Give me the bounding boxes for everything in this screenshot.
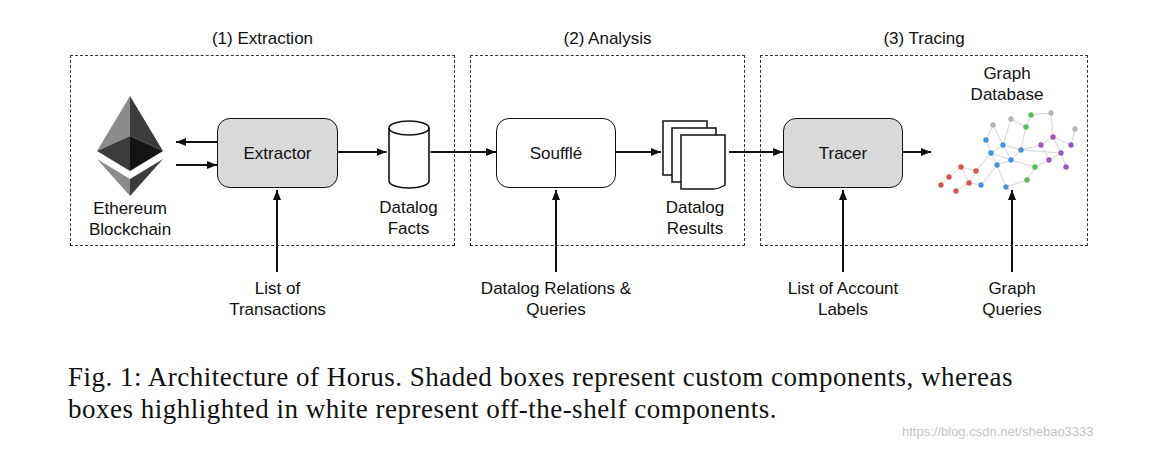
cylinder-shape: [387, 119, 431, 190]
ethereum-logo: [84, 93, 176, 198]
graph-link: [1003, 145, 1021, 150]
flow-arrow: [431, 151, 497, 153]
graph-vertex: [946, 174, 951, 179]
graph-vertex: [1046, 157, 1051, 162]
flow-arrow: [338, 151, 387, 153]
input-label: List of Transactions: [220, 278, 335, 320]
node-caption: Graph Database: [961, 63, 1053, 105]
graph-link: [981, 165, 997, 185]
graph-vertex: [978, 182, 983, 187]
graph-vertex: [1050, 134, 1055, 139]
database-cylinder: Datalog Facts: [366, 119, 451, 239]
input-label: Graph Queries: [976, 278, 1048, 320]
node-caption: Ethereum Blockchain: [84, 198, 176, 240]
graph-vertex: [1048, 110, 1053, 115]
logo-facet: [97, 159, 130, 196]
box-label: Soufflé: [530, 143, 583, 164]
graph-link: [1053, 137, 1071, 145]
node-caption: Datalog Results: [651, 197, 739, 239]
cylinder-body: [389, 128, 429, 188]
documents-shape: [661, 119, 729, 190]
graph-link: [1051, 113, 1053, 137]
graph-vertex: [966, 180, 971, 185]
graph-vertex: [1018, 147, 1023, 152]
group-heading: (3) Tracing: [761, 28, 1087, 49]
graph-vertex: [953, 188, 958, 193]
box-label: Tracer: [819, 143, 868, 164]
flow-arrow: [903, 151, 931, 153]
graph-link: [993, 125, 1003, 145]
graph-vertex: [1000, 142, 1005, 147]
graph-link: [1011, 160, 1035, 167]
logo-facet: [130, 136, 163, 171]
graph-vertex: [983, 137, 988, 142]
node-caption: Datalog Facts: [366, 197, 451, 239]
graph-vertex: [1063, 164, 1068, 169]
graph-vertex: [1003, 184, 1008, 189]
graph-vertex: [1008, 157, 1013, 162]
graph-link: [1021, 150, 1061, 153]
graph-vertex: [1038, 142, 1043, 147]
graph-vertex: [958, 164, 963, 169]
logo-facet: [130, 159, 163, 196]
component-box: Extractor: [217, 118, 338, 188]
figure-caption: Fig. 1: Architecture of Horus. Shaded bo…: [68, 361, 1068, 425]
blockchain-icon: Ethereum Blockchain: [84, 93, 176, 243]
stage-group: (3) TracingTracerGraph Database: [760, 55, 1088, 246]
watermark: https://blog.csdn.net/shebao3333: [902, 423, 1147, 440]
logo-facet: [97, 136, 130, 171]
component-box: Soufflé: [496, 118, 616, 188]
graph-link: [1006, 180, 1027, 187]
input-arrow: [276, 190, 278, 272]
graph-link: [997, 165, 1006, 187]
graph-vertex: [1072, 126, 1077, 131]
box-label: Extractor: [243, 143, 311, 164]
group-heading: (2) Analysis: [471, 28, 744, 49]
graph-link: [1003, 119, 1011, 145]
document-stack: Datalog Results: [651, 119, 739, 239]
flow-arrow: [616, 151, 661, 153]
graph-vertex: [990, 122, 995, 127]
graph-link: [976, 153, 991, 171]
input-label: List of Account Labels: [782, 278, 904, 320]
group-heading: (1) Extraction: [71, 28, 454, 49]
graph-link: [1021, 127, 1026, 150]
graph-link: [1021, 145, 1041, 150]
input-arrow: [842, 190, 844, 272]
input-arrow: [555, 190, 557, 272]
graph-link: [1031, 113, 1051, 115]
stage-group: (1) ExtractionEthereum BlockchainExtract…: [70, 55, 455, 246]
input-label: Datalog Relations & Queries: [468, 278, 644, 320]
graph-vertex: [988, 150, 993, 155]
input-arrow: [1011, 190, 1013, 272]
flow-arrow: [176, 164, 217, 166]
graph-vertex: [994, 162, 999, 167]
graph-vertex: [1023, 124, 1028, 129]
graph-vertex: [1008, 116, 1013, 121]
component-box: Tracer: [783, 118, 903, 188]
graph-vertex: [973, 168, 978, 173]
graph-vertex: [1028, 112, 1033, 117]
graph-vertex: [1024, 177, 1029, 182]
graph-vertex: [1032, 164, 1037, 169]
document-sheet: [681, 135, 725, 189]
graph-shape: [931, 105, 1083, 201]
flow-arrow: [729, 151, 783, 153]
stage-group: (2) AnalysisSouffléDatalog Results: [470, 55, 745, 246]
flow-arrow: [176, 141, 217, 143]
cylinder-top: [389, 121, 429, 135]
graph-vertex: [1068, 142, 1073, 147]
graph-vertex: [938, 182, 943, 187]
graph-database: Graph Database: [931, 63, 1083, 208]
graph-vertex: [1058, 150, 1063, 155]
